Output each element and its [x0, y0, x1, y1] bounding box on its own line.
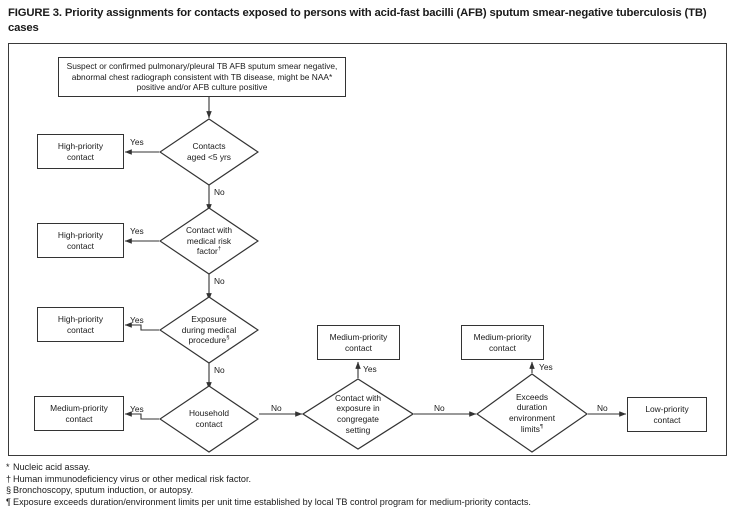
node-decision-age-line1: Contacts [192, 141, 226, 152]
footnote-marker: † [6, 473, 12, 484]
node-decision-congregate-setting-line4: setting [345, 424, 371, 435]
edge-label-yes-5: Yes [363, 364, 377, 374]
node-outcome-high-priority-3: High-priority contact [37, 307, 124, 342]
node-outcome-medium-priority-2: Medium-priority contact [317, 325, 400, 360]
node-outcome-high-priority-3-line2: contact [66, 324, 94, 335]
footnote-marker: § [6, 485, 12, 496]
footnote-marker: ¶ [6, 496, 11, 507]
node-outcome-medium-priority-2-line2: contact [344, 342, 372, 353]
footnote-row: ¶Exposure exceeds duration/environment l… [6, 497, 732, 509]
node-outcome-medium-priority-2-line1: Medium-priority [329, 331, 388, 342]
node-decision-household-line2: contact [195, 419, 223, 429]
node-decision-household: Household contact [159, 385, 259, 453]
node-decision-congregate-setting-line2: exposure in [336, 403, 380, 414]
node-decision-medical-risk-line1: Contact with [185, 225, 233, 236]
node-decision-medical-procedure: Exposure during medical procedure§ [159, 296, 259, 364]
node-decision-medical-risk-line2: medical risk [186, 235, 232, 246]
node-decision-medical-procedure-line2: during medical [181, 324, 237, 335]
edge-label-yes-1: Yes [130, 137, 144, 147]
footnotes: *Nucleic acid assay. †Human immunodefici… [6, 462, 732, 508]
footnote-marker: * [6, 462, 10, 472]
edge-label-yes-3: Yes [130, 315, 144, 325]
node-decision-duration-limits-line1: Exceeds [515, 391, 549, 402]
edge-label-yes-4: Yes [130, 404, 144, 414]
flowchart-connectors [124, 97, 627, 420]
node-decision-congregate-setting: Contact with exposure in congregate sett… [302, 378, 414, 450]
footnote-row: §Bronchoscopy, sputum induction, or auto… [6, 485, 732, 497]
figure-title: FIGURE 3. Priority assignments for conta… [8, 7, 707, 34]
edge-label-no-4: No [271, 403, 282, 413]
node-outcome-high-priority-1-line1: High-priority [57, 140, 104, 151]
footnote-row: †Human immunodeficiency virus or other m… [6, 474, 732, 486]
node-outcome-high-priority-2-line1: High-priority [57, 229, 104, 240]
node-outcome-low-priority-line1: Low-priority [645, 403, 689, 414]
node-decision-medical-procedure-line3: procedure [188, 335, 227, 346]
node-outcome-medium-priority-3-line2: contact [488, 342, 516, 353]
edge-label-no-1: No [214, 187, 225, 197]
node-outcome-high-priority-2-line2: contact [66, 240, 94, 251]
node-decision-household-line1: Household [188, 408, 230, 419]
node-decision-congregate-setting-line3: congregate [337, 414, 379, 424]
footnote-text: Human immunodeficiency virus or other me… [13, 473, 252, 484]
edge-label-no-5: No [434, 403, 445, 413]
node-decision-medical-procedure-line1: Exposure [191, 314, 227, 325]
footnote-marker-section-ref: § [226, 335, 230, 342]
edge-label-yes-6: Yes [539, 362, 553, 372]
node-outcome-medium-priority-3: Medium-priority contact [461, 325, 544, 360]
node-outcome-high-priority-1-line2: contact [66, 151, 94, 162]
footnote-row: *Nucleic acid assay. [6, 462, 732, 474]
node-decision-age: Contacts aged <5 yrs [159, 118, 259, 186]
node-decision-medical-risk-line3: factor [196, 246, 218, 257]
footnote-text: Nucleic acid assay. [13, 462, 91, 472]
node-decision-duration-limits: Exceeds duration environment limits¶ [476, 373, 588, 453]
node-decision-duration-limits-line2: duration [516, 402, 548, 413]
node-decision-age-line2: aged <5 yrs [187, 152, 231, 162]
node-outcome-medium-priority-1: Medium-priority contact [34, 396, 124, 431]
node-outcome-medium-priority-1-line2: contact [65, 413, 93, 424]
node-outcome-high-priority-3-line1: High-priority [57, 313, 104, 324]
edge-label-no-6: No [597, 403, 608, 413]
footnote-text: Exposure exceeds duration/environment li… [13, 496, 531, 507]
node-outcome-low-priority-line2: contact [653, 414, 681, 425]
footnote-marker-dagger-ref: † [217, 246, 222, 253]
edge-label-yes-2: Yes [130, 226, 144, 236]
node-outcome-low-priority: Low-priority contact [627, 397, 707, 432]
node-decision-congregate-setting-line1: Contact with [334, 392, 382, 403]
edge-label-no-2: No [214, 276, 225, 286]
footnote-text: Bronchoscopy, sputum induction, or autop… [13, 485, 194, 496]
node-decision-duration-limits-line3: environment [508, 413, 556, 423]
node-start: Suspect or confirmed pulmonary/pleural T… [58, 57, 346, 97]
node-outcome-high-priority-1: High-priority contact [37, 134, 124, 169]
footnote-marker-pilcrow-ref: ¶ [539, 423, 544, 430]
node-start-label: Suspect or confirmed pulmonary/pleural T… [66, 61, 338, 93]
node-decision-medical-risk: Contact with medical risk factor† [159, 207, 259, 275]
figure-frame: Suspect or confirmed pulmonary/pleural T… [8, 43, 727, 456]
node-outcome-medium-priority-1-line1: Medium-priority [50, 402, 108, 413]
node-outcome-medium-priority-3-line1: Medium-priority [473, 331, 532, 342]
edge-label-no-3: No [214, 365, 225, 375]
node-outcome-high-priority-2: High-priority contact [37, 223, 124, 258]
node-decision-duration-limits-line4: limits [520, 423, 540, 434]
